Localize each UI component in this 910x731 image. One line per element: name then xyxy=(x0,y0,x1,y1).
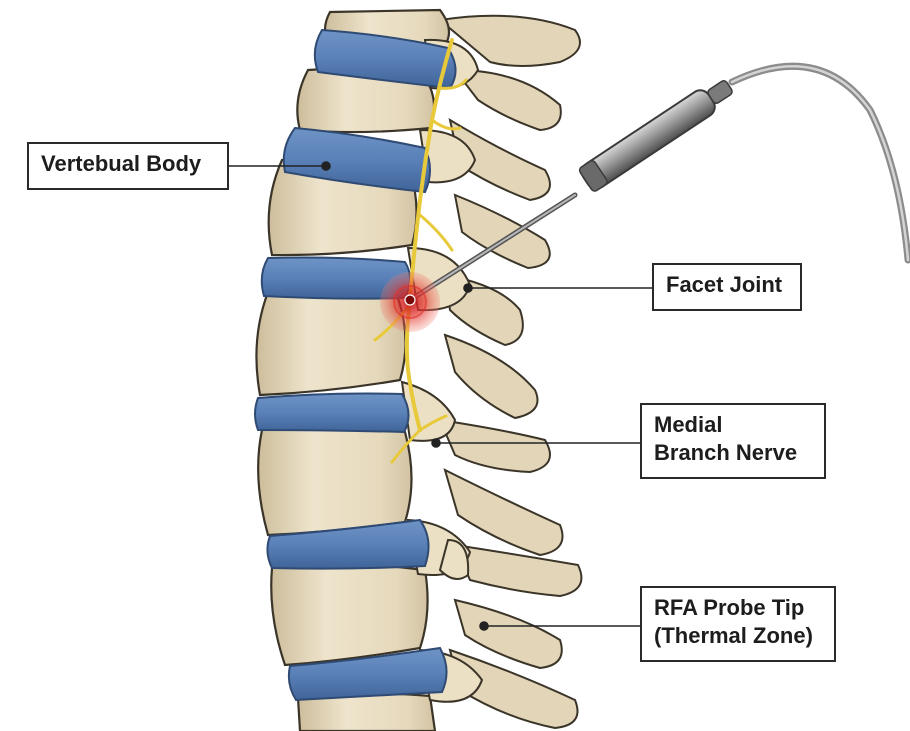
posterior-elements xyxy=(440,16,581,728)
medial-branch-nerve-label: Medial Branch Nerve xyxy=(640,403,826,479)
vertebra-5 xyxy=(258,426,411,535)
facet-joint-label: Facet Joint xyxy=(652,263,802,311)
facet-joint-label-text: Facet Joint xyxy=(666,271,788,299)
thermal-zone xyxy=(380,272,440,332)
rfa-probe-tip-label: RFA Probe Tip (Thermal Zone) xyxy=(640,586,836,662)
rfa-probe-tip-label-line-1: RFA Probe Tip xyxy=(654,594,822,622)
rfa-probe-tip-label-line-2: (Thermal Zone) xyxy=(654,622,822,650)
vertebra-6 xyxy=(271,564,427,665)
vertebral-body-label-text: Vertebual Body xyxy=(41,150,215,178)
medial-branch-nerve-label-line-1: Medial xyxy=(654,411,812,439)
vertebral-bodies xyxy=(256,10,449,731)
disc-4 xyxy=(255,394,409,433)
medial-branch-nerve-label-line-2: Branch Nerve xyxy=(654,439,812,467)
probe-cable xyxy=(732,66,908,260)
vertebral-body-label: Vertebual Body xyxy=(27,142,229,190)
probe-tip xyxy=(405,295,415,305)
